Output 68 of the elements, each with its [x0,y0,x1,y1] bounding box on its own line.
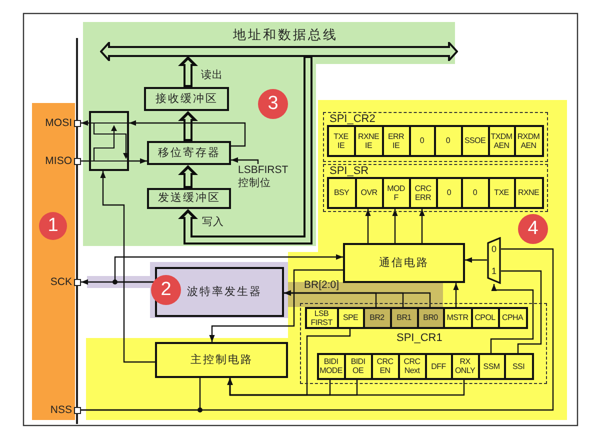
register-bit: 0 [436,176,462,208]
register-bit: OVR [354,176,384,208]
register-bit: BIDI OE [344,352,372,380]
register-bit: BIDI MODE [316,352,346,380]
hollow-arrow [178,56,198,87]
input-label: 0 [492,244,497,254]
hollow-arrow [178,56,312,244]
arrow [365,209,371,243]
edge-label: 读出 [201,69,223,81]
register-bit: 0 [460,176,490,208]
pin-label: MOSI [45,117,72,129]
bus-label: 地址和数据总线 [233,27,338,42]
register-bit: SSI [504,352,534,380]
register-bit: CRC ERR [408,176,438,208]
register-bit: RXDM AEN [514,124,544,156]
register-bit: SSOE [460,124,490,156]
register-bit: MOD F [382,176,410,208]
arrow [465,257,487,263]
arrow [419,209,425,243]
arrow [129,158,147,164]
edge-label: BR[2:0] [304,279,340,291]
arrow [209,269,343,342]
register-group [323,164,548,212]
register-bit: 0 [408,124,436,156]
hollow-arrow [178,165,198,188]
arrow [284,290,431,307]
arrow [392,209,398,243]
arrow [231,157,259,164]
register-bit: 0 [434,124,462,156]
register-group [323,112,548,162]
function-block: 接收缓冲区 [144,87,229,111]
register-group [300,303,547,384]
register-bit: CPHA [498,306,528,328]
connector-line [81,378,201,411]
register-bit: RX ONLY [450,352,480,380]
function-block: 移位寄存器 [147,141,231,165]
switch-block [89,111,129,171]
input-label: 1 [492,266,497,276]
arrow [227,378,465,396]
arrow [129,120,246,147]
control-bit-label: LSBFIRST 控制位 [238,164,296,192]
pin-label: SCK [50,276,72,288]
function-block: 通信电路 [343,243,465,283]
pin-label: MISO [45,155,72,167]
register-bit: CRC Next [398,352,426,380]
arrow [114,254,343,283]
arrow [81,120,89,126]
register-bit: ERR IE [382,124,410,156]
pin-label: NSS [50,404,72,416]
register-bit: BSY [326,176,356,208]
register-bit: TXE IE [326,124,356,156]
register-bit: RXNE IE [354,124,384,156]
register-bit: LSB FIRST [304,306,338,328]
register-bit: RXNE [514,176,544,208]
register-bit: CRC EN [370,352,400,380]
function-block: 主控制电路 [155,342,288,378]
connector-line [501,270,542,353]
register-name: SPI_CR2 [330,112,376,124]
arrow [453,283,459,307]
register-name: SPI_SR [330,164,369,176]
function-block: 发送缓冲区 [147,188,231,209]
register-bit: TXE [488,176,516,208]
arrow [100,171,155,363]
register-name: SPI_CR1 [396,332,442,344]
register-bit: TXDM AEN [488,124,516,156]
hollow-arrow [178,111,198,141]
arrow [490,284,534,353]
edge-label: 写入 [202,216,224,228]
